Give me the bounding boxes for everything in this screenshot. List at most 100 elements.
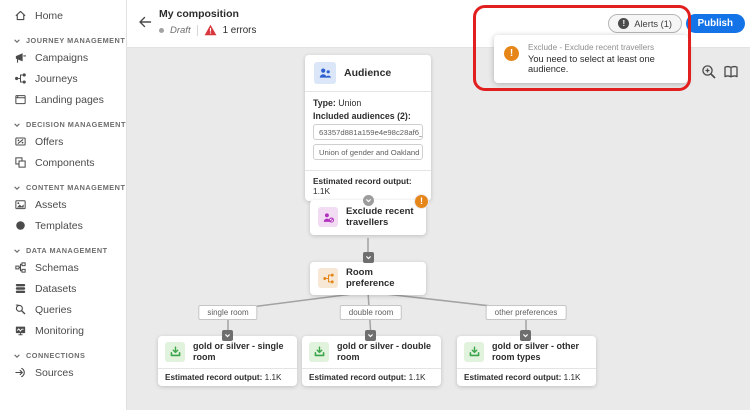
sidebar-section-data-management[interactable]: DATA MANAGEMENT — [0, 236, 126, 257]
sidebar-item-queries[interactable]: Queries — [0, 299, 126, 320]
audience-node-body: Type: Union Included audiences (2): 6335… — [305, 92, 431, 170]
sidebar-item-label: Components — [35, 156, 95, 169]
collapse-chevron-icon[interactable] — [365, 330, 376, 341]
error-triangle-icon — [204, 24, 217, 36]
type-value: Union — [338, 98, 362, 108]
sidebar-section-label: CONTENT MANAGEMENT — [26, 183, 126, 192]
divider — [196, 24, 198, 36]
schemas-icon — [13, 261, 27, 275]
branch-label: double room — [339, 305, 403, 320]
chevron-down-icon — [13, 184, 21, 192]
type-label: Type: — [313, 98, 336, 108]
sidebar-item-label: Offers — [35, 135, 64, 148]
sidebar-item-datasets[interactable]: Datasets — [0, 278, 126, 299]
datasets-icon — [13, 282, 27, 296]
node-error-badge[interactable]: ! — [414, 194, 429, 209]
sidebar-item-journeys[interactable]: Journeys — [0, 68, 126, 89]
sidebar-item-sources[interactable]: Sources — [0, 362, 126, 383]
sidebar-item-assets[interactable]: Assets — [0, 194, 126, 215]
audience-node-header: Audience — [305, 55, 431, 92]
sidebar-section-connections[interactable]: CONNECTIONS — [0, 341, 126, 362]
save-audience-icon — [165, 341, 185, 362]
monitoring-icon — [13, 324, 27, 338]
left-navigation: Home JOURNEY MANAGEMENT Campaigns Journe… — [0, 0, 127, 410]
branch-label: single room — [198, 305, 258, 320]
alert-popover: ! Exclude - Exclude recent travellers Yo… — [494, 35, 688, 83]
journeys-icon — [13, 72, 27, 86]
alerts-button[interactable]: ! Alerts (1) — [608, 14, 682, 33]
publish-button[interactable]: Publish — [685, 14, 745, 33]
audience-tag[interactable]: Union of gender and Oakland s... — [313, 144, 423, 160]
branch-label: other preferences — [485, 305, 567, 320]
sidebar-item-label: Schemas — [35, 261, 79, 274]
sidebar-item-components[interactable]: Components — [0, 152, 126, 173]
sidebar-item-templates[interactable]: Templates — [0, 215, 126, 236]
errors-count[interactable]: 1 errors — [222, 24, 257, 36]
sidebar-section-label: DATA MANAGEMENT — [26, 246, 108, 255]
sidebar-item-campaigns[interactable]: Campaigns — [0, 47, 126, 68]
collapse-chevron-icon[interactable] — [363, 252, 374, 263]
back-arrow-icon[interactable] — [137, 14, 153, 30]
link-collapse-icon[interactable] — [363, 195, 374, 206]
split-node-header: Room preference — [310, 262, 426, 295]
alerts-button-label: Alerts (1) — [634, 18, 672, 29]
sidebar-item-label: Monitoring — [35, 324, 85, 337]
composition-canvas[interactable]: Audience Type: Union Included audiences … — [127, 48, 750, 410]
exclude-audience-icon — [318, 207, 338, 228]
components-icon — [13, 156, 27, 170]
sidebar-item-label: Sources — [35, 366, 74, 379]
map-overview-icon[interactable] — [722, 63, 740, 81]
sidebar-section-label: JOURNEY MANAGEMENT — [26, 36, 126, 45]
output-label: Estimated record output: — [313, 176, 412, 186]
title-block: My composition Draft 1 errors — [159, 8, 256, 36]
output-value: 1.1K — [313, 186, 331, 196]
sidebar-item-label: Datasets — [35, 282, 77, 295]
collapse-chevron-icon[interactable] — [520, 330, 531, 341]
audience-node[interactable]: Audience Type: Union Included audiences … — [305, 55, 431, 201]
audience-tag[interactable]: 63357d881a159e4e98c28af6_16... — [313, 124, 423, 140]
node-title: gold or silver - single room — [193, 341, 284, 362]
leaf-node-header: gold or silver - double room — [302, 336, 441, 368]
node-title: Exclude recent travellers — [346, 206, 414, 229]
status-row: Draft 1 errors — [159, 24, 256, 36]
collapse-chevron-icon[interactable] — [222, 330, 233, 341]
chevron-down-icon — [13, 352, 21, 360]
home-icon — [13, 9, 27, 23]
exclude-node-header: Exclude recent travellers — [310, 200, 426, 235]
sidebar-item-label: Landing pages — [35, 93, 104, 106]
sidebar-item-label: Queries — [35, 303, 72, 316]
megaphone-icon — [13, 51, 27, 65]
sidebar-item-landing-pages[interactable]: Landing pages — [0, 89, 126, 110]
sidebar-item-schemas[interactable]: Schemas — [0, 257, 126, 278]
zoom-in-icon[interactable] — [700, 63, 718, 81]
save-audience-node[interactable]: gold or silver - single room Estimated r… — [158, 336, 297, 386]
save-audience-icon — [464, 341, 484, 362]
sidebar-section-label: DECISION MANAGEMENT — [26, 120, 126, 129]
split-node[interactable]: Room preference — [310, 262, 426, 295]
node-title: gold or silver - other room types — [492, 341, 580, 362]
alert-message: You need to select at least one audience… — [528, 54, 655, 74]
browser-icon — [13, 93, 27, 107]
leaf-node-header: gold or silver - other room types — [457, 336, 596, 368]
sidebar-section-decision-management[interactable]: DECISION MANAGEMENT — [0, 110, 126, 131]
save-audience-node[interactable]: gold or silver - double room Estimated r… — [302, 336, 441, 386]
sidebar-item-label: Templates — [35, 219, 83, 232]
templates-icon — [13, 219, 27, 233]
alert-exclamation-icon: ! — [618, 18, 630, 29]
included-audiences-label: Included audiences (2): — [313, 111, 411, 121]
warning-exclamation-icon: ! — [504, 46, 519, 61]
sidebar-item-label: Home — [35, 9, 64, 22]
chevron-down-icon — [13, 121, 21, 129]
sidebar-section-journey-management[interactable]: JOURNEY MANAGEMENT — [0, 26, 126, 47]
save-audience-node[interactable]: gold or silver - other room types Estima… — [457, 336, 596, 386]
node-title: gold or silver - double room — [337, 341, 432, 362]
status-badge: Draft — [170, 24, 191, 36]
sidebar-item-home[interactable]: Home — [0, 5, 126, 26]
page-title: My composition — [159, 8, 239, 20]
assets-icon — [13, 198, 27, 212]
sidebar-section-content-management[interactable]: CONTENT MANAGEMENT — [0, 173, 126, 194]
sidebar-item-monitoring[interactable]: Monitoring — [0, 320, 126, 341]
chevron-down-icon — [13, 37, 21, 45]
sidebar-item-label: Assets — [35, 198, 67, 211]
sidebar-item-offers[interactable]: Offers — [0, 131, 126, 152]
